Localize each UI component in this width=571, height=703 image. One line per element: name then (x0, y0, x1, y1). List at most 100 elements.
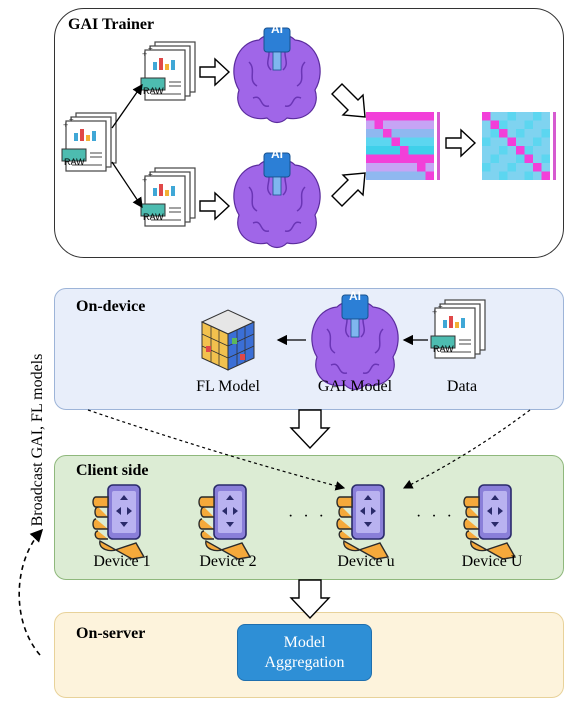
heatmap-cell (383, 154, 392, 163)
on-server-title: On-server (76, 625, 146, 642)
arrow-to-bottom-docs (111, 161, 143, 209)
heatmap-cell (408, 120, 417, 129)
heatmap-cell (516, 120, 525, 129)
heatmap-cell (400, 129, 409, 138)
gai-trainer-title: GAI Trainer (68, 16, 155, 33)
client-side-title: Client side (76, 462, 149, 479)
heatmap-cell (391, 112, 400, 121)
heatmap-cell (516, 163, 525, 172)
heatmap-cell (383, 112, 392, 121)
device-u-phone-icon (336, 484, 389, 560)
heatmap-cell (541, 129, 550, 138)
heatmap-cell (533, 154, 542, 163)
heatmap-cell (490, 129, 499, 138)
heatmap-cell (374, 129, 383, 138)
heatmap-cell (408, 163, 417, 172)
heatmap-colorbar (437, 112, 440, 180)
heatmap-cell (482, 129, 491, 138)
heatmap-cell (383, 163, 392, 172)
heatmap-cell (533, 112, 542, 121)
heatmap-colorbar (553, 112, 556, 180)
heatmap-cell (425, 137, 434, 146)
heatmap-cell (490, 171, 499, 180)
aggregation-line-2: Aggregation (264, 653, 345, 671)
heatmap-cell (408, 137, 417, 146)
block-arrow-device-to-client (289, 409, 331, 450)
heatmap-cell (516, 129, 525, 138)
block-arrow-client-to-server (289, 579, 331, 620)
heatmap-cell (391, 163, 400, 172)
heatmap-cell (541, 154, 550, 163)
heatmap-cell (366, 137, 375, 146)
heatmap-cell (374, 112, 383, 121)
heatmap-cell (524, 120, 533, 129)
heatmap-cell (499, 163, 508, 172)
heatmap-cell (417, 171, 426, 180)
raw-label-device: RAW (433, 344, 454, 354)
heatmap-cell (383, 120, 392, 129)
heatmap-cell (524, 146, 533, 155)
heatmap-generated-a (366, 112, 440, 180)
ai-chip-label-bottom: AI (271, 147, 283, 161)
block-arrow-top-brain-heatmap (331, 83, 366, 118)
heatmap-cell (425, 171, 434, 180)
raw-label-source: RAW (64, 157, 85, 167)
heatmap-cell (417, 129, 426, 138)
heatmap-cell (425, 112, 434, 121)
gai-brain-top (233, 27, 321, 124)
broadcast-side-label-text: Broadcast GAI, FL models (29, 353, 46, 527)
heatmap-cell (507, 154, 516, 163)
ellipsis-right: · · · (416, 508, 455, 525)
heatmap-cell (499, 171, 508, 180)
heatmap-cell (417, 120, 426, 129)
heatmap-cell (400, 137, 409, 146)
heatmap-cell (374, 120, 383, 129)
block-arrow-heatmap-heatmap (445, 128, 477, 158)
device-2-label: Device 2 (199, 553, 257, 570)
heatmap-cell (499, 146, 508, 155)
heatmap-cell (516, 137, 525, 146)
heatmap-cell (374, 171, 383, 180)
device-2-phone-icon (198, 484, 251, 560)
heatmap-cell (408, 146, 417, 155)
heatmap-cell (524, 154, 533, 163)
heatmap-cell (408, 154, 417, 163)
heatmap-cell (400, 112, 409, 121)
heatmap-cell (533, 129, 542, 138)
heatmap-cell (482, 120, 491, 129)
heatmap-cell (425, 163, 434, 172)
heatmap-cell (391, 120, 400, 129)
aggregation-line-1: Model (283, 633, 326, 651)
heatmap-cell (366, 171, 375, 180)
heatmap-cell (533, 163, 542, 172)
heatmap-cell (366, 154, 375, 163)
heatmap-cell (400, 163, 409, 172)
device-U-phone-icon (463, 484, 516, 560)
heatmap-cell (516, 146, 525, 155)
heatmap-cell (482, 146, 491, 155)
heatmap-cell (507, 137, 516, 146)
heatmap-cell (425, 129, 434, 138)
heatmap-cell (383, 137, 392, 146)
heatmap-cell (482, 112, 491, 121)
heatmap-cell (524, 171, 533, 180)
heatmap-cell (366, 112, 375, 121)
dotted-arrow-right (402, 409, 531, 489)
ai-chip-label-device: AI (349, 289, 361, 303)
heatmap-cell (391, 171, 400, 180)
heatmap-cell (490, 154, 499, 163)
device-U-label: Device U (461, 553, 523, 570)
heatmap-cell (425, 120, 434, 129)
heatmap-cell (533, 120, 542, 129)
heatmap-cell (482, 137, 491, 146)
ai-chip-label-top: AI (271, 22, 283, 36)
on-device-title: On-device (76, 298, 146, 315)
heatmap-cell (383, 171, 392, 180)
fl-model-label: FL Model (196, 378, 260, 395)
heatmap-cell (516, 112, 525, 121)
gai-model-label: GAI Model (317, 378, 393, 395)
heatmap-cell (499, 137, 508, 146)
heatmap-cell (374, 137, 383, 146)
heatmap-cell (400, 146, 409, 155)
